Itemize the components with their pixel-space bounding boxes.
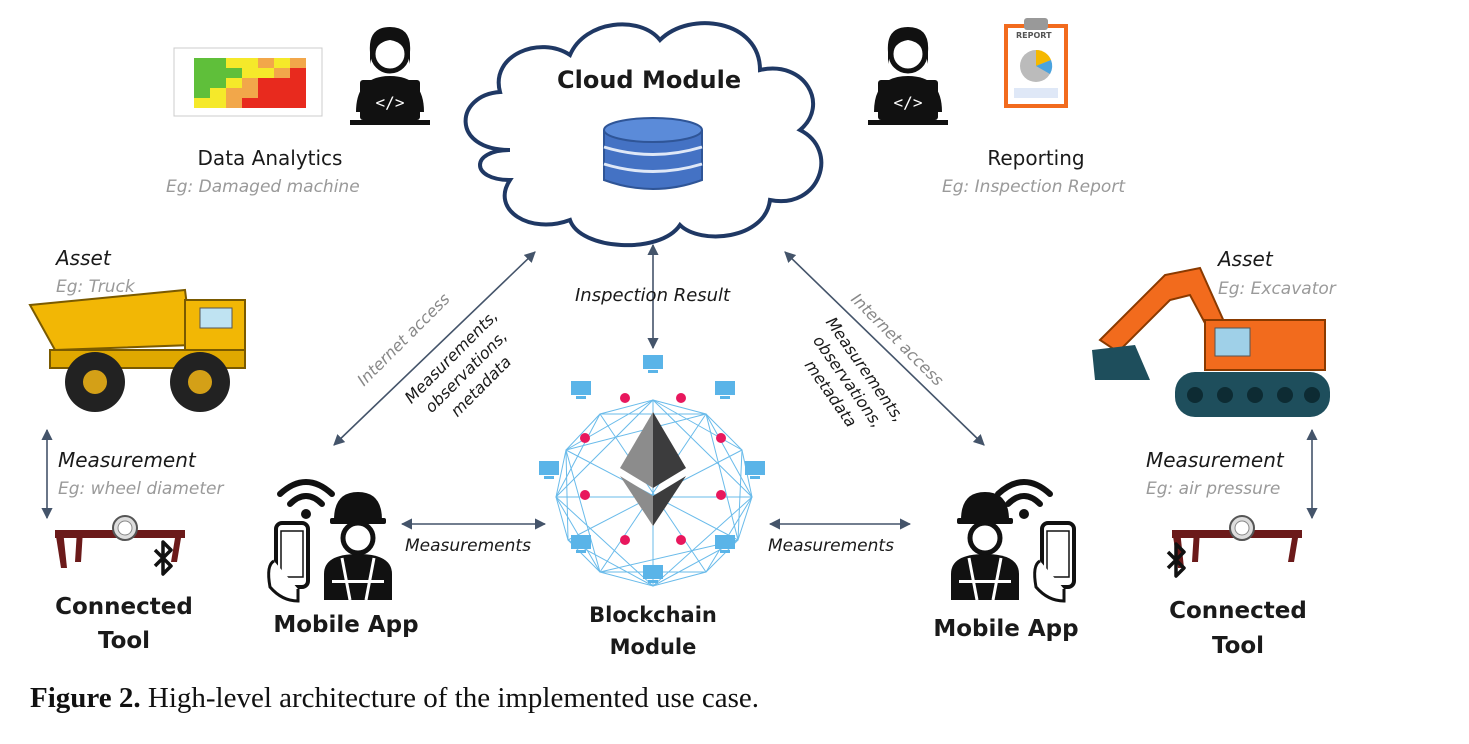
- dump-truck-icon: [28, 288, 246, 412]
- right-measurement-example: Eg: air pressure: [1146, 479, 1281, 499]
- caliper-icon: [1171, 515, 1303, 569]
- wifi-icon: [280, 482, 332, 519]
- inspection-result-label: Inspection Result: [575, 285, 731, 306]
- right-measurement-title: Measurement: [1146, 448, 1284, 472]
- data-analytics-example: Eg: Damaged machine: [166, 177, 360, 197]
- excavator-icon: [1092, 266, 1330, 417]
- report-clipboard-icon: [1004, 18, 1068, 108]
- worker-phone-icon: [266, 492, 392, 603]
- report-icon-label: REPORT: [1016, 31, 1052, 40]
- left-mobile-app-label: Mobile App: [273, 612, 419, 638]
- right-measurements-label: Measurements: [768, 536, 894, 556]
- worker-phone-icon: [951, 492, 1076, 603]
- right-tool-label-line2: Tool: [1211, 633, 1265, 659]
- cloud-module-title: Cloud Module: [557, 66, 742, 94]
- right-asset-example: Eg: Excavator: [1218, 279, 1336, 299]
- left-measurements-label: Measurements: [405, 536, 531, 556]
- left-tool-label-line1: Connected: [55, 594, 193, 620]
- bluetooth-icon: [153, 540, 173, 576]
- connector-arrows: [41, 243, 1318, 530]
- data-analytics-title: Data Analytics: [197, 146, 343, 170]
- reporting-title: Reporting: [987, 146, 1085, 170]
- blockchain-label-line1: Blockchain: [589, 603, 717, 627]
- ethereum-icon: [620, 412, 686, 526]
- right-mobile-app-label: Mobile App: [933, 616, 1079, 642]
- left-asset-title: Asset: [56, 246, 111, 270]
- developer-laptop-icon: [350, 27, 430, 125]
- developer-laptop-icon: [868, 27, 948, 125]
- left-tool-label-line2: Tool: [97, 628, 151, 654]
- left-asset-example: Eg: Truck: [56, 277, 135, 297]
- right-asset-title: Asset: [1218, 247, 1273, 271]
- left-measurement-example: Eg: wheel diameter: [58, 479, 224, 499]
- heatmap-icon: [173, 47, 323, 117]
- database-icon: [603, 117, 703, 190]
- figure-caption-label: Figure 2.: [30, 682, 141, 714]
- reporting-example: Eg: Inspection Report: [942, 177, 1125, 197]
- left-measurement-title: Measurement: [58, 448, 196, 472]
- right-tool-label-line1: Connected: [1169, 598, 1307, 624]
- blockchain-label-line2: Module: [609, 635, 697, 659]
- figure-caption: Figure 2. High-level architecture of the…: [30, 682, 759, 715]
- figure-caption-text: High-level architecture of the implement…: [140, 682, 760, 714]
